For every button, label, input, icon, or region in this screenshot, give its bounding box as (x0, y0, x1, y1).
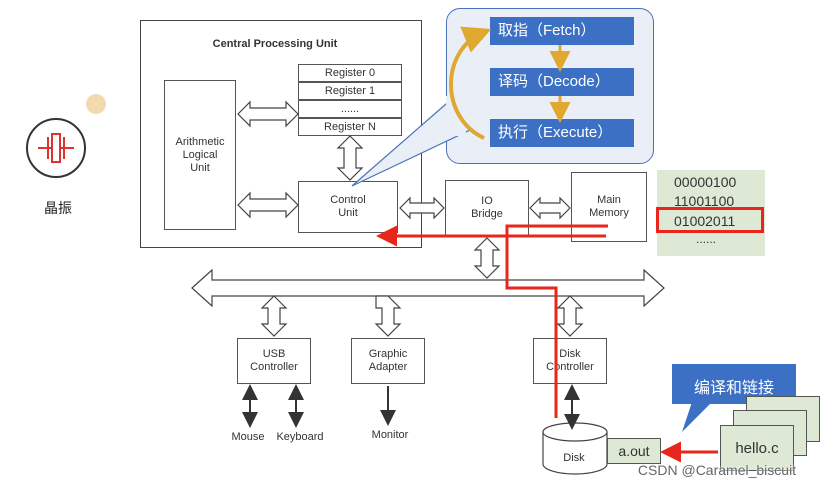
register-ellipsis: ...... (298, 100, 402, 118)
memory-bit-row-2: 11001100 (674, 193, 735, 209)
alu-box: Arithmetic Logical Unit (164, 80, 236, 230)
disk-label: Disk (563, 452, 585, 464)
register-0: Register 0 (298, 64, 402, 82)
memory-bits-panel (657, 170, 765, 256)
disk-controller-box: Disk Controller (533, 338, 607, 384)
memory-bit-row-3: 01002011 (674, 213, 736, 229)
cpu-title: Central Processing Unit (212, 38, 338, 50)
memory-bit-row-1: 00000100 (674, 174, 737, 190)
control-unit-box: Control Unit (298, 181, 398, 233)
disk-cylinder (540, 422, 610, 483)
hello-c-file: hello.c (720, 425, 794, 471)
memory-highlight (656, 207, 764, 233)
io-bridge-box: IO Bridge (445, 180, 529, 236)
clock-label: 晶振 (44, 200, 72, 216)
crystal-clock-icon (26, 118, 86, 178)
main-memory-box: Main Memory (571, 172, 647, 242)
mouse-label: Mouse (231, 431, 265, 443)
memory-bit-row-4: ...... (696, 232, 717, 246)
graphic-adapter-box: Graphic Adapter (351, 338, 425, 384)
monitor-label: Monitor (371, 429, 409, 441)
compile-bubble-label: 编译和链接 (693, 380, 774, 397)
execute-step: 执行（Execute） (490, 119, 634, 147)
clock-orb (86, 94, 106, 114)
fetch-step: 取指（Fetch） (490, 17, 634, 45)
register-1: Register 1 (298, 82, 402, 100)
usb-controller-box: USB Controller (237, 338, 311, 384)
decode-step: 译码（Decode） (490, 68, 634, 96)
watermark: CSDN @Caramel_biscuit (637, 462, 797, 478)
keyboard-label: Keyboard (276, 431, 324, 443)
